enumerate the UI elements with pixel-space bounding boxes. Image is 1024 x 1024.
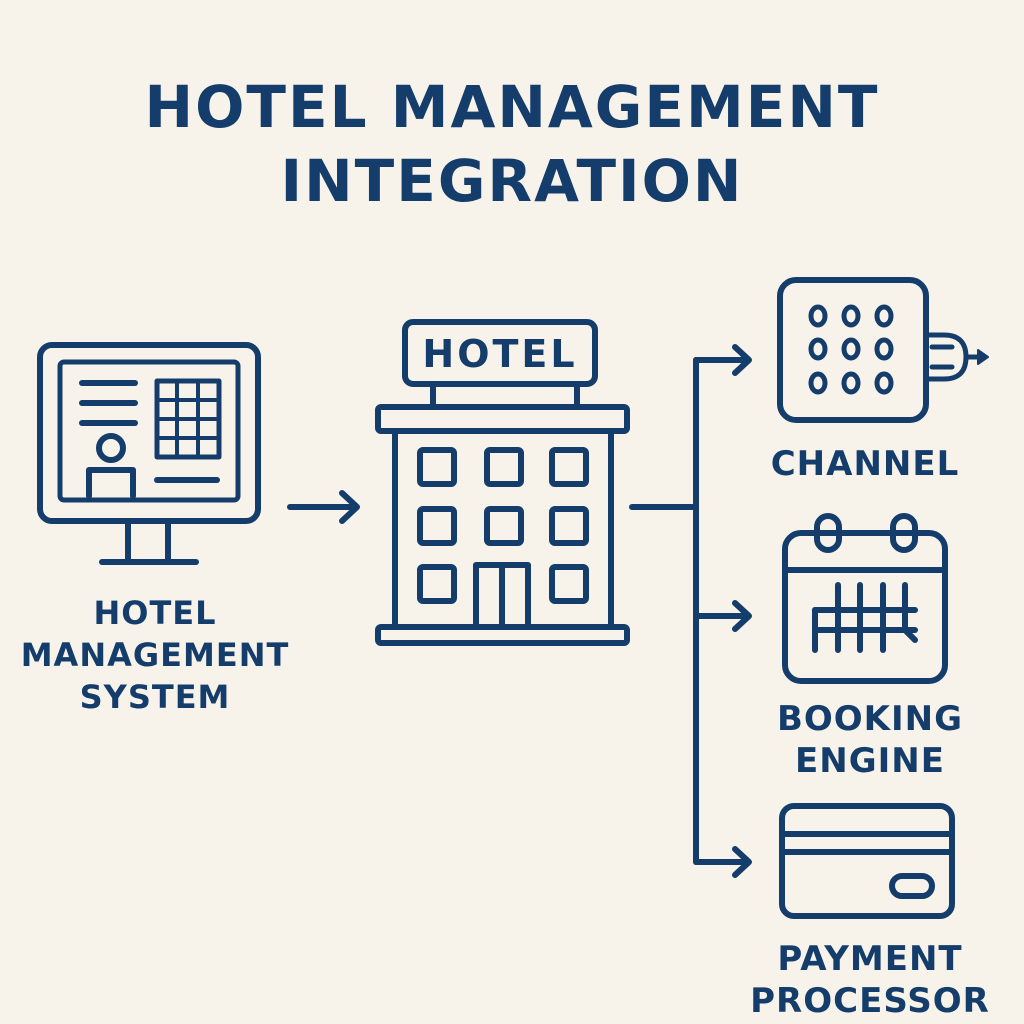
hms-label: HOTEL MANAGEMENT SYSTEM <box>10 592 300 718</box>
title-line-1: HOTEL MANAGEMENT <box>144 73 880 141</box>
credit-card-icon <box>779 803 955 919</box>
channel-label: CHANNEL <box>760 443 970 485</box>
branch-connector <box>629 344 752 878</box>
hms-label-line-2: MANAGEMENT <box>20 636 290 674</box>
calendar-icon <box>782 513 948 684</box>
hms-label-line-1: HOTEL <box>93 594 217 632</box>
channel-label-text: CHANNEL <box>770 444 960 484</box>
booking-label-line-2: ENGINE <box>795 741 945 781</box>
hotel-sign-text: HOTEL <box>422 332 577 376</box>
hms-label-line-3: SYSTEM <box>79 678 231 716</box>
booking-label-line-1: BOOKING <box>776 699 964 739</box>
diagram-title: HOTEL MANAGEMENT INTEGRATION <box>0 70 1024 218</box>
arrow-hms-to-hotel <box>287 490 360 524</box>
payment-processor-label: PAYMENT PROCESSOR <box>740 938 1000 1022</box>
title-line-2: INTEGRATION <box>280 147 744 215</box>
channel-grid-icon <box>777 277 989 423</box>
payment-label-line-2: PROCESSOR <box>750 981 990 1021</box>
hotel-building-icon <box>375 319 630 646</box>
booking-engine-label: BOOKING ENGINE <box>760 698 980 782</box>
payment-label-line-1: PAYMENT <box>777 939 963 979</box>
computer-monitor-icon <box>37 342 261 565</box>
